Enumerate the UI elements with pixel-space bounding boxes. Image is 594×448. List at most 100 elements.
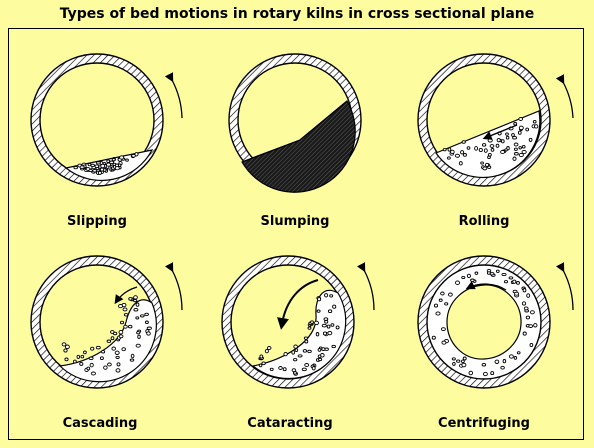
bed-particle — [264, 348, 269, 354]
bed-particle — [304, 339, 309, 344]
bed-particle — [461, 359, 465, 364]
bed-particle — [529, 310, 535, 315]
bed-particle — [441, 340, 447, 345]
bed-particle — [101, 349, 106, 354]
bed-particle — [495, 269, 500, 273]
bed-particle — [293, 344, 298, 349]
bed-particle — [487, 165, 492, 169]
bed-particle — [293, 358, 298, 362]
bed-particle — [331, 344, 336, 349]
bed-particle — [283, 351, 288, 357]
bed-particle — [513, 147, 518, 151]
bed-particle — [94, 164, 100, 169]
bed-particle — [90, 371, 96, 376]
bed-particle — [109, 160, 115, 164]
bed-particle — [301, 367, 307, 372]
bed-particle — [79, 165, 85, 169]
bed-particle — [518, 152, 524, 158]
bed-particle — [470, 278, 475, 282]
bed-particle — [435, 311, 441, 316]
bed-particle — [123, 324, 128, 329]
bed-particle — [461, 275, 466, 280]
bed-particle — [80, 354, 85, 359]
bed-particle — [316, 309, 321, 313]
bed-particle — [511, 133, 515, 137]
bed-particle — [302, 349, 308, 353]
bed-particle — [474, 146, 479, 151]
bed-particle — [99, 356, 104, 361]
panel-cascading — [30, 255, 183, 389]
bed-particle — [135, 302, 140, 307]
bed-rolling — [435, 110, 541, 179]
bed-particle — [112, 331, 118, 336]
bed-particle — [90, 163, 95, 168]
bed-particle — [516, 281, 520, 285]
bed-particle — [481, 362, 487, 367]
bed-particle — [318, 357, 323, 362]
bed-particle — [462, 356, 467, 361]
bed-particle — [525, 315, 531, 320]
bed-particle — [458, 161, 463, 166]
bed-particle — [324, 319, 329, 324]
bed-particle — [119, 155, 125, 160]
bed-particle — [136, 331, 141, 335]
bed-particle — [304, 363, 310, 367]
bed-particle — [505, 132, 509, 136]
bed-particle — [478, 147, 483, 153]
bed-particle — [514, 291, 520, 296]
bed-particle — [450, 149, 455, 155]
bed-particle — [310, 320, 314, 324]
bed-particle — [83, 350, 87, 355]
slump-line — [241, 100, 348, 163]
bed-particle — [64, 357, 69, 362]
bed-particle — [291, 350, 296, 355]
bed-particle — [121, 347, 126, 352]
bed-particle — [106, 339, 112, 343]
bed-particle — [468, 370, 474, 376]
bed-particle — [129, 358, 135, 362]
cascade-flow-arrow — [114, 286, 138, 305]
bed-particle — [144, 312, 149, 317]
bed-particle — [314, 320, 319, 326]
panel-slipping — [30, 53, 183, 187]
bed-particle — [487, 155, 491, 160]
bed-particle — [503, 280, 509, 284]
bed-particle — [73, 165, 78, 170]
bed-particle — [455, 280, 460, 285]
bed-particle — [144, 320, 149, 325]
bed-particle — [461, 140, 466, 144]
panel-centrifuging — [417, 255, 574, 389]
label-rolling: Rolling — [458, 214, 510, 229]
bed-particle — [90, 346, 95, 351]
bed-particle — [490, 371, 495, 376]
centrifuge-flow-arrow — [465, 281, 507, 291]
bed-particle — [139, 314, 145, 318]
bed-particle — [119, 320, 125, 325]
bed-particle — [330, 323, 335, 327]
bed-particle — [115, 368, 121, 373]
bed-particle — [131, 153, 136, 158]
bed-particle — [114, 166, 120, 171]
bed-particle — [97, 170, 102, 175]
bed-particle — [516, 351, 521, 355]
bed-particle — [513, 142, 519, 147]
bed-particle — [494, 359, 500, 364]
bed-particle — [518, 117, 524, 121]
bed-particle — [317, 354, 322, 359]
bed-particle — [482, 371, 488, 377]
bed-particle — [495, 143, 500, 148]
bed-particle — [448, 292, 453, 297]
bed-particle — [118, 304, 123, 309]
bed-particle — [529, 342, 534, 348]
bed-particle — [484, 162, 490, 167]
bed-particle — [440, 291, 445, 296]
bed-particle — [480, 161, 484, 165]
bed-particle — [512, 156, 517, 161]
bed-particle — [110, 336, 115, 341]
bed-particle — [440, 327, 446, 331]
rotation-arrow — [555, 262, 574, 311]
label-centrifuging: Centrifuging — [438, 416, 530, 431]
bed-particle — [447, 147, 452, 152]
bed-particle — [317, 348, 322, 352]
bed-particle — [321, 323, 327, 328]
